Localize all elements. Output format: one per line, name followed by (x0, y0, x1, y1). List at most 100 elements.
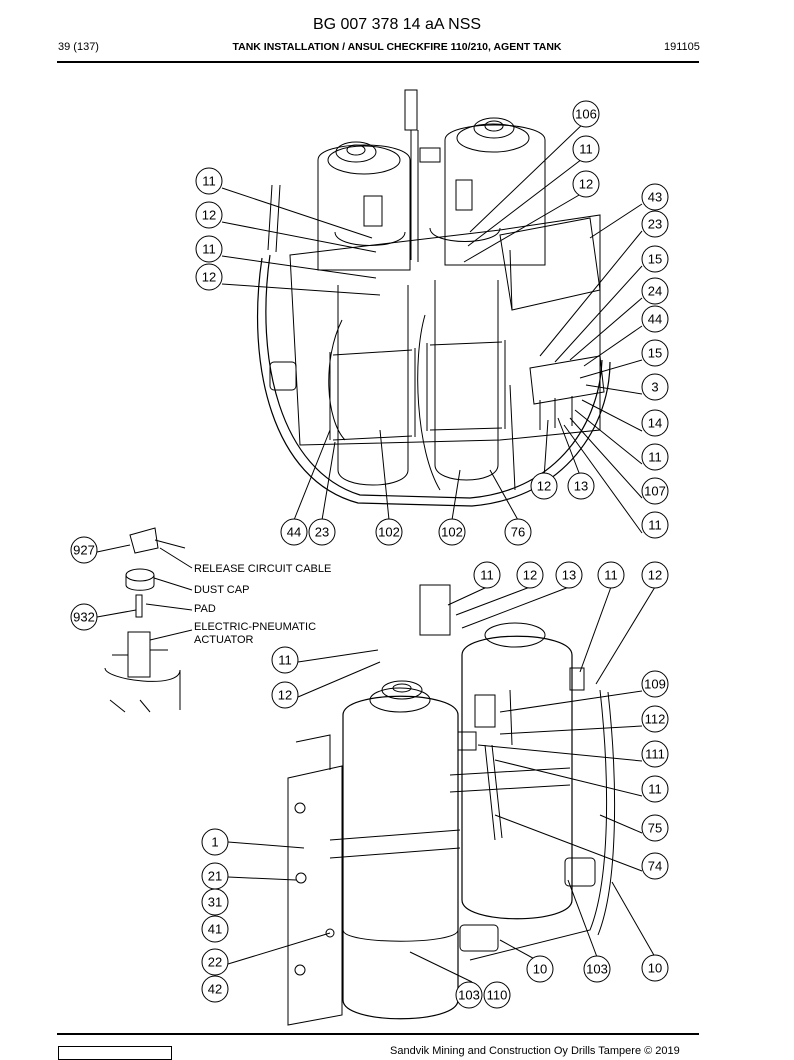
upper-callout-circle (641, 183, 669, 211)
upper-callout-number: 11 (202, 174, 216, 189)
lower-callout-circle (526, 955, 554, 983)
detail-part-label: ACTUATOR (194, 634, 254, 646)
upper-callout-circle (641, 477, 669, 505)
lower-callout-circle (641, 852, 669, 880)
lower-callout-number: 12 (278, 688, 292, 703)
upper-callout-number: 12 (579, 177, 593, 192)
lower-callout-circle (555, 561, 583, 589)
upper-callout-circle (504, 518, 532, 546)
lower-callout-circle (201, 975, 229, 1003)
upper-callout-number: 11 (648, 518, 662, 533)
lower-callout-circle (641, 954, 669, 982)
upper-callout-circle (641, 339, 669, 367)
upper-callout-number: 12 (202, 270, 216, 285)
upper-callout-circle (375, 518, 403, 546)
upper-callout-number: 11 (202, 242, 216, 257)
lower-callout-number: 13 (562, 568, 576, 583)
lower-callout-number: 109 (644, 677, 666, 692)
lower-callout-circle (271, 681, 299, 709)
lower-callout-circle (641, 775, 669, 803)
lower-callout-circle (201, 888, 229, 916)
upper-callout-circle (641, 443, 669, 471)
upper-callout-circle (641, 245, 669, 273)
document-date: 191105 (664, 41, 700, 53)
upper-callout-number: 3 (651, 380, 658, 395)
lower-callout-number: 103 (458, 988, 480, 1003)
lower-callout-number: 74 (648, 859, 662, 874)
lower-callout-circle (455, 981, 483, 1009)
upper-callout-number: 14 (648, 416, 662, 431)
lower-callout-circle (641, 561, 669, 589)
upper-callout-circle (308, 518, 336, 546)
lower-callout-number: 11 (648, 782, 662, 797)
lower-callout-number: 112 (645, 712, 666, 727)
footer-rule (57, 1033, 699, 1035)
detail-callout-number: 927 (73, 543, 95, 558)
upper-callout-number: 24 (648, 284, 662, 299)
detail-callout-circle (70, 603, 98, 631)
upper-callout-number: 102 (441, 525, 463, 540)
lower-callout-number: 111 (645, 747, 665, 762)
lower-callout-number: 41 (208, 922, 222, 937)
lower-callout-number: 31 (208, 895, 222, 910)
detail-part-label: ELECTRIC-PNEUMATIC (194, 621, 316, 633)
upper-callout-number: 76 (511, 525, 525, 540)
detail-callout-circle (70, 536, 98, 564)
lower-callout-number: 75 (648, 821, 662, 836)
brand-logo (58, 1046, 172, 1060)
lower-callout-circle (641, 814, 669, 842)
lower-callout-number: 103 (586, 962, 608, 977)
upper-callout-circle (280, 518, 308, 546)
header-rule (57, 61, 699, 63)
upper-callout-circle (530, 472, 558, 500)
detail-part-label: RELEASE CIRCUIT CABLE (194, 563, 331, 575)
upper-callout-circle (195, 201, 223, 229)
upper-callout-number: 15 (648, 346, 662, 361)
upper-callout-number: 15 (648, 252, 662, 267)
footer-copyright: Sandvik Mining and Construction Oy Drill… (390, 1045, 680, 1057)
lower-callout-circle (516, 561, 544, 589)
upper-callout-circle (438, 518, 466, 546)
lower-callout-number: 12 (523, 568, 537, 583)
lower-callout-number: 22 (208, 955, 222, 970)
upper-callout-number: 23 (315, 525, 329, 540)
detail-part-label: DUST CAP (194, 584, 249, 596)
lower-callout-circle (641, 705, 669, 733)
upper-callout-circle (641, 277, 669, 305)
upper-callout-number: 106 (575, 107, 597, 122)
detail-part-label: PAD (194, 603, 216, 615)
upper-callout-circle (641, 305, 669, 333)
lower-callout-number: 11 (604, 568, 618, 583)
lower-callout-circle (641, 740, 669, 768)
upper-callout-circle (641, 409, 669, 437)
lower-callout-number: 21 (208, 869, 222, 884)
lower-callout-number: 12 (648, 568, 662, 583)
upper-callout-number: 107 (644, 484, 666, 499)
upper-callout-number: 11 (648, 450, 662, 465)
lower-callout-number: 42 (208, 982, 222, 997)
detail-callout-number: 932 (73, 610, 95, 625)
lower-callout-circle (597, 561, 625, 589)
lower-callout-number: 11 (278, 653, 292, 668)
lower-callout-circle (201, 948, 229, 976)
upper-callout-number: 13 (574, 479, 588, 494)
upper-callout-number: 102 (378, 525, 400, 540)
upper-callout-circle (195, 167, 223, 195)
lower-callout-circle (201, 915, 229, 943)
lower-callout-circle (201, 828, 229, 856)
upper-callout-number: 12 (537, 479, 551, 494)
upper-callout-number: 44 (287, 525, 301, 540)
page-title: TANK INSTALLATION / ANSUL CHECKFIRE 110/… (232, 41, 562, 53)
upper-callout-circle (572, 100, 600, 128)
lower-callout-number: 10 (533, 962, 547, 977)
lower-callout-circle (641, 670, 669, 698)
lower-callout-circle (483, 981, 511, 1009)
lower-callout-circle (271, 646, 299, 674)
upper-callout-circle (641, 373, 669, 401)
lower-callout-number: 11 (480, 568, 494, 583)
lower-callout-number: 110 (487, 988, 508, 1003)
upper-callout-number: 12 (202, 208, 216, 223)
page-number: 39 (137) (58, 41, 99, 53)
lower-callout-circle (583, 955, 611, 983)
upper-callout-number: 23 (648, 217, 662, 232)
